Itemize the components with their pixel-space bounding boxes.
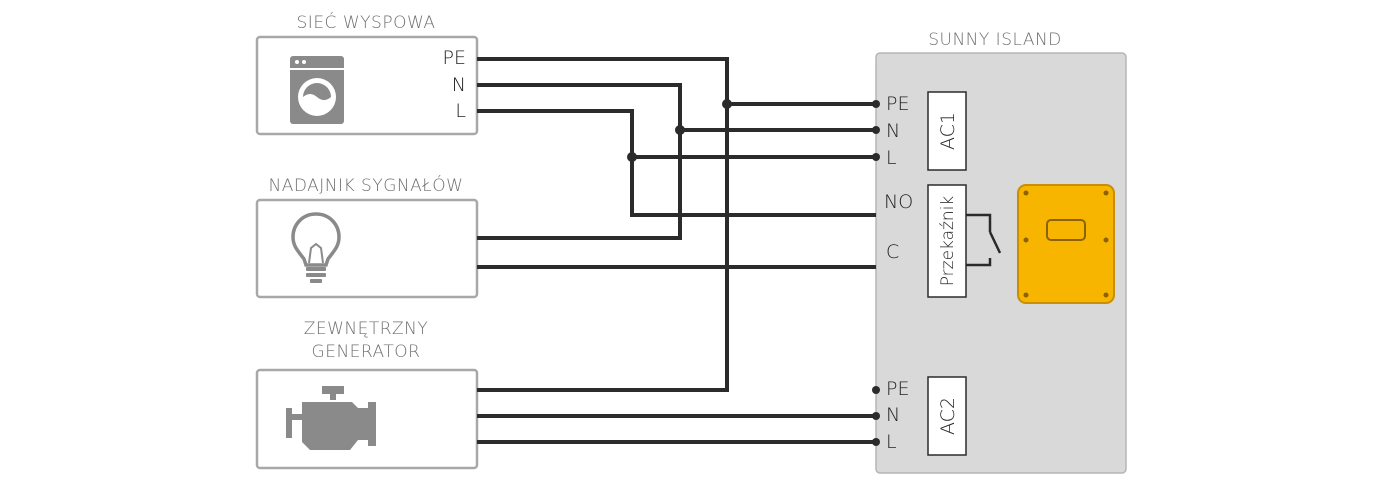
relay-contact-symbol bbox=[966, 213, 1002, 267]
relay-block bbox=[927, 184, 967, 298]
wire-island-n bbox=[477, 83, 876, 132]
ac1-label: AC1 bbox=[937, 112, 959, 150]
ac1-terminal-l: L bbox=[886, 147, 897, 169]
relay-terminal-c: C bbox=[886, 241, 899, 263]
signal-generator-caption: NADAJNIK SYGNAŁÓW bbox=[268, 174, 463, 196]
washing-machine-icon bbox=[290, 56, 344, 124]
ac2-terminal-pe: PE bbox=[886, 378, 909, 400]
island-grid-caption: SIEĆ WYSPOWA bbox=[297, 11, 436, 33]
junction-n bbox=[675, 125, 685, 135]
ac1-block bbox=[927, 91, 967, 171]
sunny-island-caption: SUNNY ISLAND bbox=[928, 30, 1062, 50]
signal-generator-box bbox=[255, 198, 479, 299]
ac2-terminal-n: N bbox=[886, 404, 900, 426]
island-grid-terminal-pe: PE bbox=[443, 47, 466, 69]
external-generator-caption-line2: GENERATOR bbox=[312, 342, 421, 362]
wire-island-pe bbox=[477, 57, 876, 106]
island-grid-terminal-n: N bbox=[452, 74, 466, 96]
relay-terminal-no: NO bbox=[884, 191, 913, 213]
relay-label: Przekaźnik bbox=[938, 196, 958, 287]
terminal-dot-ac2-l bbox=[872, 438, 880, 446]
external-generator-caption-line1: ZEWNĘTRZNY bbox=[304, 319, 429, 339]
wire-generator-pe bbox=[477, 104, 729, 392]
wire-island-l bbox=[477, 109, 876, 159]
terminal-dot-ac1-l bbox=[872, 153, 880, 161]
inverter-device-icon bbox=[1017, 184, 1115, 304]
engine-icon bbox=[286, 386, 376, 450]
ac2-label: AC2 bbox=[937, 397, 959, 435]
ac1-terminal-n: N bbox=[886, 120, 900, 142]
terminal-dot-ac2-pe bbox=[872, 386, 880, 394]
wire-l-to-relay-no bbox=[630, 157, 876, 217]
terminal-dot-ac2-n bbox=[872, 412, 880, 420]
ac2-terminal-l: L bbox=[886, 431, 897, 453]
junction-l bbox=[627, 152, 637, 162]
wire-signal-n bbox=[477, 130, 682, 240]
light-bulb-icon bbox=[291, 212, 341, 283]
ac1-terminal-pe: PE bbox=[886, 93, 909, 115]
ac2-block bbox=[927, 376, 967, 456]
terminal-dot-ac1-n bbox=[872, 126, 880, 134]
terminal-dot-ac1-pe bbox=[872, 100, 880, 108]
junction-pe bbox=[722, 99, 732, 109]
island-grid-terminal-l: L bbox=[455, 100, 466, 122]
